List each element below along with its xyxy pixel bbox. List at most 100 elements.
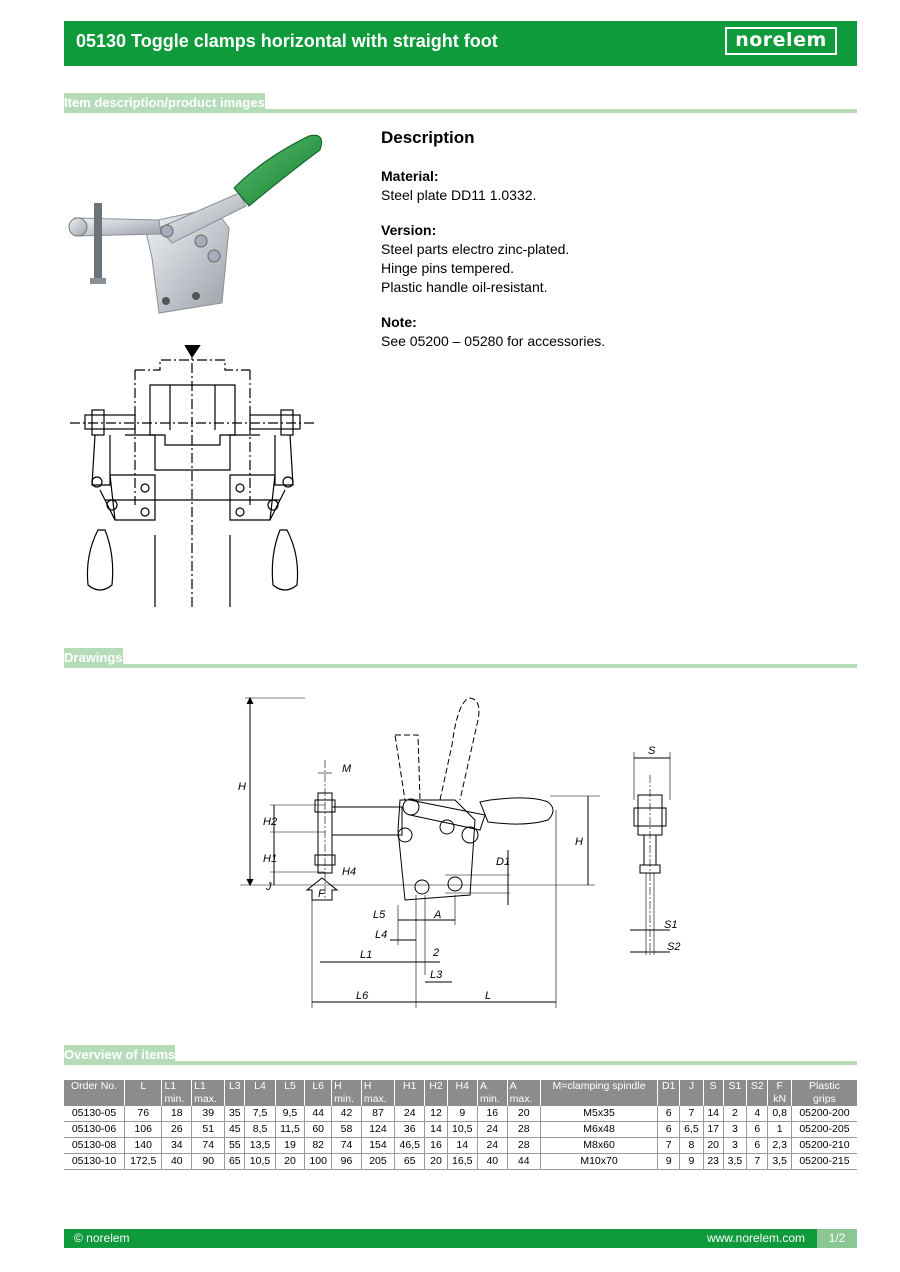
- table-cell: 20: [424, 1153, 448, 1170]
- table-cell: 14: [447, 1137, 478, 1154]
- column-header-sublabel: [706, 1093, 721, 1106]
- column-header-label: A: [479, 1080, 487, 1092]
- column-header-label: L1: [164, 1080, 177, 1092]
- column-header-sublabel: [247, 1093, 272, 1106]
- column-header-label: M=clamping spindle: [552, 1080, 646, 1092]
- table-cell: 14: [703, 1106, 724, 1122]
- table-cell: 6: [657, 1121, 681, 1138]
- column-header-sublabel: [427, 1093, 444, 1106]
- table-cell: 40: [477, 1153, 508, 1170]
- table-cell: 7: [657, 1137, 681, 1154]
- table-cell: 42: [331, 1106, 362, 1122]
- table-cell: 100: [304, 1153, 333, 1170]
- table-cell: 34: [161, 1137, 193, 1154]
- dim-label-l6: L6: [356, 990, 369, 1002]
- table-cell: 65: [224, 1153, 246, 1170]
- section-title: Item description/product images: [64, 93, 265, 113]
- table-cell: 7: [679, 1106, 704, 1122]
- table-cell: 36: [394, 1121, 426, 1138]
- column-header-sublabel: [660, 1093, 677, 1106]
- column-header-label: J: [688, 1080, 695, 1092]
- column-header: L6: [304, 1080, 333, 1106]
- table-cell: 87: [361, 1106, 396, 1122]
- table-cell: 154: [361, 1137, 396, 1154]
- table-cell: 05200-200: [791, 1106, 857, 1122]
- column-header-label: L5: [284, 1080, 296, 1092]
- table-cell: 7,5: [244, 1106, 276, 1122]
- column-header-label: L4: [254, 1080, 266, 1092]
- column-header: L5: [275, 1080, 306, 1106]
- table-cell: 55: [224, 1137, 246, 1154]
- table-cell: 9,5: [275, 1106, 306, 1122]
- table-cell: 90: [191, 1153, 226, 1170]
- table-cell: 24: [477, 1137, 508, 1154]
- table-cell: 51: [191, 1121, 226, 1138]
- table-cell: 4: [746, 1106, 769, 1122]
- column-header-label: A: [509, 1080, 517, 1092]
- table-cell: 3,5: [767, 1153, 792, 1170]
- column-header: H1: [394, 1080, 426, 1106]
- material-label: Material:: [381, 168, 439, 184]
- table-cell: 16: [477, 1106, 508, 1122]
- column-header-sublabel: min.: [164, 1093, 185, 1105]
- table-cell: 45: [224, 1121, 246, 1138]
- table-cell: 172,5: [124, 1153, 163, 1170]
- table-cell: 124: [361, 1121, 396, 1138]
- column-header: D1: [657, 1080, 681, 1106]
- table-cell: 140: [124, 1137, 163, 1154]
- section-title: Overview of items: [64, 1045, 176, 1065]
- table-cell: 19: [275, 1137, 306, 1154]
- website-link[interactable]: www.norelem.com: [706, 1231, 805, 1245]
- table-cell: 96: [331, 1153, 362, 1170]
- product-photo: [68, 134, 323, 314]
- table-cell: 58: [331, 1121, 362, 1138]
- column-header: H2: [424, 1080, 448, 1106]
- column-header-label: S: [709, 1080, 717, 1092]
- table-cell: 05130-08: [64, 1137, 126, 1154]
- table-cell: 05200-205: [791, 1121, 857, 1138]
- column-header-sublabel: [749, 1093, 765, 1106]
- table-cell: 74: [191, 1137, 226, 1154]
- table-cell: 46,5: [394, 1137, 426, 1154]
- dim-label-d1: D1: [496, 856, 510, 868]
- page-number: 1/2: [817, 1229, 857, 1248]
- column-header-sublabel: max.: [509, 1093, 533, 1105]
- column-header-sublabel: kN: [773, 1093, 787, 1105]
- table-cell: 7: [746, 1153, 769, 1170]
- table-cell: 8,5: [244, 1121, 276, 1138]
- section-drawings: Drawings: [64, 646, 857, 668]
- table-cell: 205: [361, 1153, 396, 1170]
- table-cell: 82: [304, 1137, 333, 1154]
- column-header-label: Order No.: [70, 1080, 118, 1092]
- table-cell: 76: [124, 1106, 163, 1122]
- table-cell: 39: [191, 1106, 226, 1122]
- column-header: M=clamping spindle: [540, 1080, 659, 1106]
- column-header-label: F: [776, 1080, 783, 1092]
- column-header-sublabel: min.: [334, 1093, 354, 1105]
- application-sketch: [70, 345, 315, 607]
- version-line: Plastic handle oil-resistant.: [381, 279, 548, 295]
- version-label: Version:: [381, 222, 437, 238]
- column-header-label: L6: [312, 1080, 325, 1092]
- page-footer: © norelem www.norelem.com 1/2: [64, 1229, 857, 1248]
- dim-label-s1: S1: [664, 919, 677, 931]
- table-cell: 13,5: [244, 1137, 276, 1154]
- column-header-label: L3: [228, 1080, 241, 1092]
- version-line: Hinge pins tempered.: [381, 260, 515, 276]
- column-header: J: [679, 1080, 704, 1106]
- dim-label-s: S: [648, 745, 656, 757]
- table-cell: 14: [424, 1121, 448, 1138]
- section-item-description: Item description/product images: [64, 91, 857, 113]
- table-cell: 20: [507, 1106, 541, 1122]
- table-cell: 6: [746, 1121, 769, 1138]
- description-heading: Description: [381, 128, 475, 147]
- dim-label-2: 2: [432, 947, 439, 959]
- table-cell: 6,5: [679, 1121, 704, 1138]
- table-cell: 12: [424, 1106, 448, 1122]
- dim-label-h-right: H: [575, 836, 583, 848]
